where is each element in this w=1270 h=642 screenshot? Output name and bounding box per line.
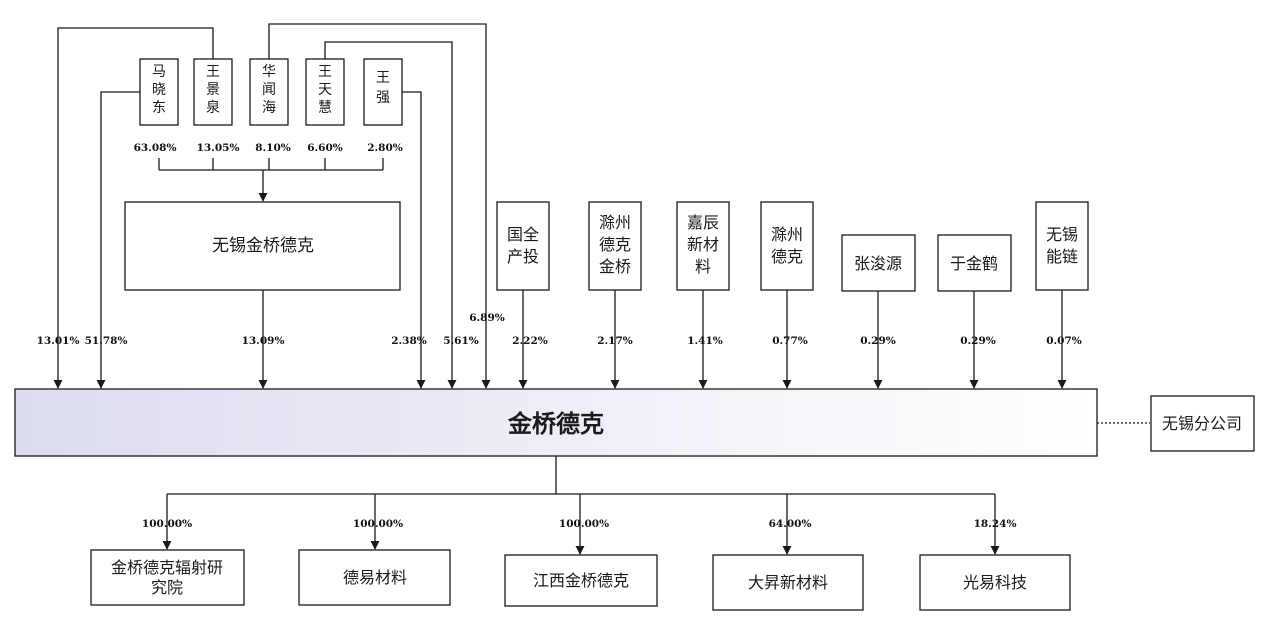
pct-holding-direct: 13.09% [242, 335, 285, 347]
shareholder-box-chuzhou-deke [760, 201, 814, 291]
direct-pct-left: 13.01% 51.78% 13.09% 2.38% 5.61% 6.89% [37, 312, 505, 347]
sub-name-radiation-institute: 金桥德克辐射研究院 [111, 558, 223, 597]
main-company-box [14, 388, 1098, 457]
holding-company-box [124, 201, 401, 291]
main-company-name: 金桥德克 [507, 410, 604, 438]
pct-yu-jinhe: 0.29% [960, 335, 996, 347]
pct-wang-qiang-direct: 2.38% [391, 335, 427, 347]
shareholder-name-yu-jinhe: 于金鹤 [950, 254, 998, 273]
pct-ma-xiaodong-holding: 63.08% [134, 142, 177, 154]
pct-zhang-junyuan: 0.29% [860, 335, 896, 347]
sub-box-radiation-institute [90, 549, 245, 606]
shareholder-box-chuzhou-dekejinqiao [588, 201, 642, 291]
shareholder-box-guoquan [496, 201, 550, 291]
shareholder-name-ma-xiaodong: 马晓东 [152, 64, 166, 116]
shareholder-name-guoquan: 国全产投 [507, 225, 539, 266]
pct-hua-wenhai-direct: 6.89% [469, 312, 505, 324]
pct-sub-deyi: 100.00% [353, 518, 403, 530]
subsidiaries: 100.00% 100.00% 100.00% 64.00% 18.24% 金桥… [90, 456, 1071, 611]
shareholder-name-chuzhou-deke: 滁州德克 [771, 225, 803, 266]
shareholder-name-wuxi-nenglian: 无锡能链 [1046, 225, 1078, 266]
branch-box [1150, 395, 1255, 452]
pct-wang-jingquan-direct: 13.01% [37, 335, 80, 347]
sub-box-deyi [298, 549, 451, 606]
shareholder-name-zhang-junyuan: 张浚源 [854, 254, 902, 273]
pct-sub-radiation-institute: 100.00% [142, 518, 192, 530]
pct-chuzhou-dekejinqiao: 2.17% [597, 335, 633, 347]
branch-name: 无锡分公司 [1162, 414, 1242, 433]
pct-wuxi-nenglian: 0.07% [1046, 335, 1082, 347]
pct-ma-xiaodong-direct: 51.78% [85, 335, 128, 347]
pct-sub-dasheng: 64.00% [769, 518, 812, 530]
sub-name-deyi: 德易材料 [343, 568, 407, 587]
sub-box-guangyi [919, 554, 1071, 611]
pct-wang-tianhui-holding: 6.60% [307, 142, 343, 154]
sub-name-guangyi: 光易科技 [963, 573, 1027, 592]
right-shareholders: 国全产投 滁州德克金桥 嘉辰新材料 滁州德克 张浚源 于金鹤 无锡能链 2.22… [496, 201, 1089, 389]
sub-name-jiangxi: 江西金桥德克 [533, 571, 629, 590]
pct-sub-jiangxi: 100.00% [559, 518, 609, 530]
shareholder-name-wang-tianhui: 王天慧 [318, 64, 332, 116]
holding-company-name: 无锡金桥德克 [212, 236, 314, 256]
shareholder-box-wang-qiang [363, 58, 403, 126]
pct-hua-wenhai-holding: 8.10% [255, 142, 291, 154]
shareholder-box-wang-jingquan [193, 58, 233, 126]
pct-wang-tianhui-direct: 5.61% [443, 335, 479, 347]
sub-box-jiangxi [504, 554, 658, 607]
top-shareholders: 马晓东 王景泉 华闻海 王天慧 王强 63.08% 13.05% 8.10% 6… [134, 58, 403, 154]
direct-lines-left [53, 23, 491, 389]
shareholder-box-wang-tianhui [305, 58, 345, 126]
pct-guoquan: 2.22% [512, 335, 548, 347]
shareholder-name-jiachen: 嘉辰新材料 [687, 213, 719, 276]
sub-name-dasheng: 大昇新材料 [748, 573, 828, 592]
pct-wang-jingquan-holding: 13.05% [197, 142, 240, 154]
sub-box-dasheng [712, 554, 864, 611]
pct-wang-qiang-holding: 2.80% [367, 142, 403, 154]
shareholder-box-yu-jinhe [937, 234, 1012, 292]
shareholder-box-wuxi-nenglian [1035, 201, 1089, 291]
pct-sub-guangyi: 18.24% [974, 518, 1017, 530]
pct-chuzhou-deke: 0.77% [772, 335, 808, 347]
pct-jiachen: 1.41% [687, 335, 723, 347]
top-to-holding-connectors [158, 158, 384, 202]
shareholder-name-hua-wenhai: 华闻海 [262, 64, 276, 116]
shareholder-name-wang-qiang: 王强 [376, 70, 390, 106]
shareholder-box-zhang-junyuan [841, 234, 916, 292]
shareholder-box-jiachen [676, 201, 730, 291]
shareholder-name-wang-jingquan: 王景泉 [206, 64, 220, 116]
shareholder-name-chuzhou-dekejinqiao: 滁州德克金桥 [599, 213, 631, 276]
